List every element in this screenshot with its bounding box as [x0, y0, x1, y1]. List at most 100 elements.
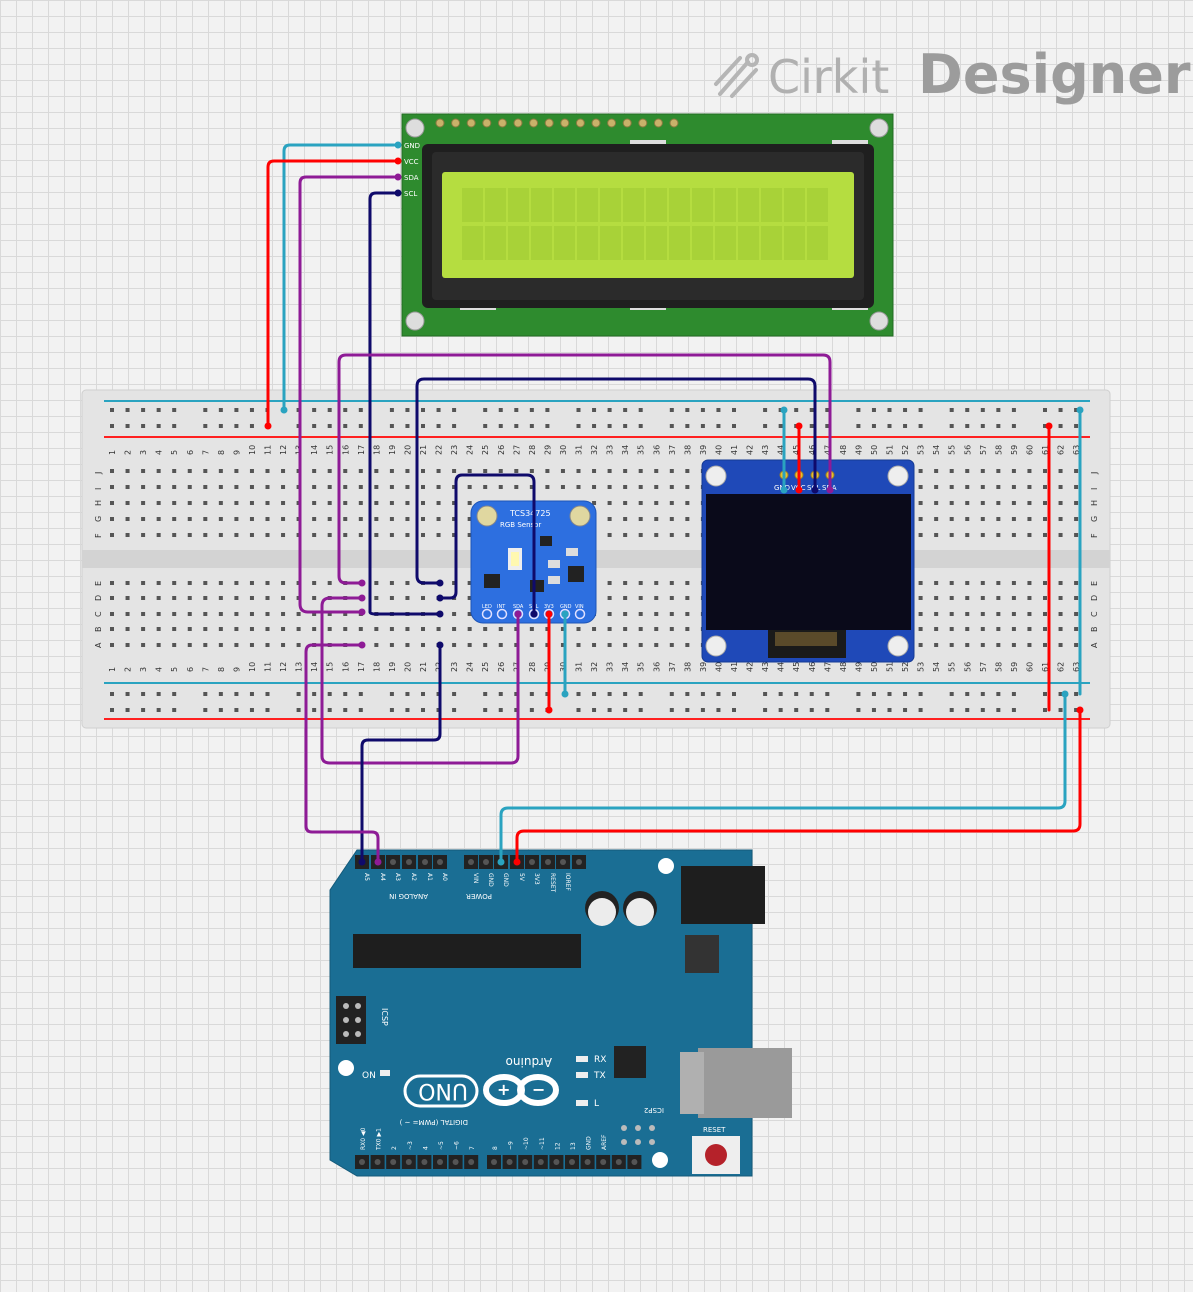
- breadboard-hole[interactable]: [638, 469, 643, 473]
- rail-hole[interactable]: [871, 708, 876, 712]
- breadboard-hole[interactable]: [249, 627, 254, 631]
- rail-hole[interactable]: [545, 424, 550, 428]
- breadboard-hole[interactable]: [234, 612, 239, 616]
- breadboard-hole[interactable]: [965, 533, 970, 537]
- wire-lcd-vcc[interactable]: [266, 159, 400, 428]
- rail-hole[interactable]: [903, 408, 908, 412]
- rail-hole[interactable]: [529, 408, 534, 412]
- rail-hole[interactable]: [980, 408, 985, 412]
- header-pin[interactable]: [405, 1159, 412, 1165]
- breadboard-hole[interactable]: [327, 469, 332, 473]
- breadboard-hole[interactable]: [949, 643, 954, 647]
- breadboard-hole[interactable]: [172, 612, 177, 616]
- header-pin[interactable]: [631, 1159, 638, 1165]
- header-pin[interactable]: [537, 1159, 544, 1165]
- wire-endpoint[interactable]: [436, 641, 444, 649]
- wire-sensor-sda[interactable]: [320, 596, 520, 765]
- rail-hole[interactable]: [545, 408, 550, 412]
- rail-hole[interactable]: [949, 692, 954, 696]
- rail-hole[interactable]: [296, 692, 301, 696]
- rail-hole[interactable]: [529, 692, 534, 696]
- breadboard-hole[interactable]: [949, 501, 954, 505]
- breadboard-hole[interactable]: [203, 469, 208, 473]
- breadboard-hole[interactable]: [421, 596, 425, 600]
- wire-endpoint[interactable]: [394, 141, 402, 149]
- icsp2-pin[interactable]: [649, 1125, 655, 1131]
- wire-lcd-scl[interactable]: [368, 191, 442, 616]
- rail-hole[interactable]: [576, 424, 581, 428]
- breadboard-hole[interactable]: [965, 627, 970, 631]
- breadboard-hole[interactable]: [187, 501, 192, 505]
- breadboard-hole[interactable]: [405, 643, 410, 647]
- breadboard-hole[interactable]: [141, 627, 146, 631]
- rail-hole[interactable]: [856, 408, 861, 412]
- breadboard-hole[interactable]: [141, 581, 146, 585]
- breadboard-hole[interactable]: [1058, 485, 1063, 489]
- breadboard-hole[interactable]: [965, 612, 970, 616]
- breadboard-hole[interactable]: [125, 517, 130, 521]
- breadboard-hole[interactable]: [452, 501, 457, 505]
- breadboard-hole[interactable]: [980, 469, 985, 473]
- wire-endpoint[interactable]: [264, 422, 272, 430]
- header-pin[interactable]: [529, 859, 535, 865]
- breadboard-hole[interactable]: [405, 533, 410, 537]
- breadboard-hole[interactable]: [389, 627, 394, 631]
- rail-hole[interactable]: [405, 708, 410, 712]
- rail-hole[interactable]: [405, 692, 410, 696]
- wire-endpoint[interactable]: [280, 406, 288, 414]
- breadboard-hole[interactable]: [467, 627, 472, 631]
- breadboard-hole[interactable]: [623, 533, 628, 537]
- breadboard-hole[interactable]: [327, 627, 332, 631]
- breadboard-hole[interactable]: [249, 485, 254, 489]
- wire-endpoint[interactable]: [545, 706, 553, 714]
- breadboard-hole[interactable]: [529, 643, 534, 647]
- rail-hole[interactable]: [607, 408, 612, 412]
- breadboard-hole[interactable]: [1011, 581, 1016, 585]
- rail-hole[interactable]: [249, 692, 254, 696]
- breadboard-hole[interactable]: [327, 501, 332, 505]
- breadboard-hole[interactable]: [203, 581, 208, 585]
- breadboard-hole[interactable]: [234, 627, 239, 631]
- breadboard-hole[interactable]: [234, 517, 239, 521]
- icsp2-pin[interactable]: [649, 1139, 655, 1145]
- breadboard-hole[interactable]: [685, 643, 690, 647]
- breadboard-hole[interactable]: [156, 627, 161, 631]
- rail-hole[interactable]: [716, 708, 721, 712]
- breadboard-hole[interactable]: [965, 469, 970, 473]
- breadboard-hole[interactable]: [281, 533, 286, 537]
- breadboard-hole[interactable]: [156, 612, 161, 616]
- breadboard-hole[interactable]: [623, 643, 628, 647]
- header-pin[interactable]: [560, 859, 566, 865]
- breadboard-hole[interactable]: [996, 596, 1001, 600]
- breadboard-hole[interactable]: [1074, 533, 1079, 537]
- rail-hole[interactable]: [203, 424, 208, 428]
- breadboard-hole[interactable]: [965, 596, 970, 600]
- breadboard-hole[interactable]: [172, 469, 177, 473]
- breadboard-hole[interactable]: [592, 469, 597, 473]
- breadboard-hole[interactable]: [281, 627, 286, 631]
- breadboard-hole[interactable]: [374, 596, 379, 600]
- breadboard-hole[interactable]: [234, 643, 239, 647]
- breadboard-hole[interactable]: [1074, 627, 1079, 631]
- rail-hole[interactable]: [529, 424, 534, 428]
- breadboard-hole[interactable]: [1074, 643, 1079, 647]
- rail-hole[interactable]: [343, 692, 348, 696]
- wire-endpoint[interactable]: [561, 610, 569, 618]
- rail-hole[interactable]: [296, 708, 301, 712]
- breadboard-hole[interactable]: [685, 517, 690, 521]
- sensor-pin[interactable]: [481, 608, 493, 620]
- breadboard-hole[interactable]: [949, 581, 954, 585]
- rail-hole[interactable]: [452, 708, 457, 712]
- breadboard-hole[interactable]: [265, 501, 270, 505]
- rail-hole[interactable]: [125, 408, 130, 412]
- wire-endpoint[interactable]: [530, 610, 538, 618]
- breadboard-hole[interactable]: [110, 533, 114, 537]
- rail-hole[interactable]: [700, 408, 705, 412]
- header-pin[interactable]: [437, 859, 443, 865]
- breadboard-hole[interactable]: [249, 469, 254, 473]
- breadboard-hole[interactable]: [996, 501, 1001, 505]
- breadboard-hole[interactable]: [669, 469, 674, 473]
- icsp-pin[interactable]: [355, 1017, 361, 1023]
- rail-hole[interactable]: [638, 692, 643, 696]
- rail-hole[interactable]: [918, 408, 923, 412]
